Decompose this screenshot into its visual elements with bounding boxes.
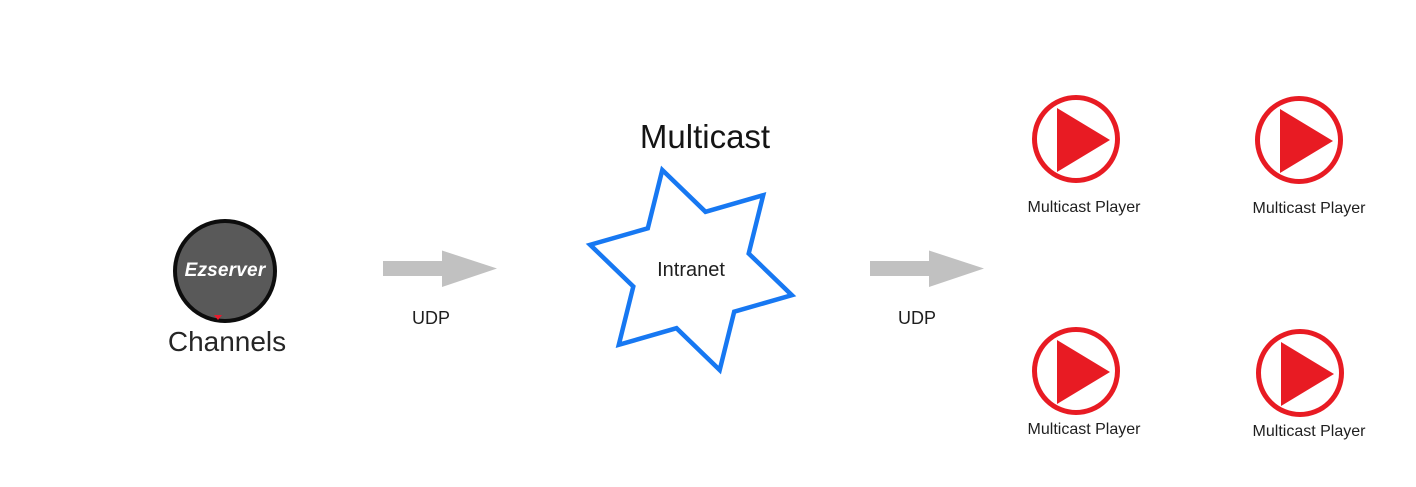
multicast-player-label: Multicast Player bbox=[1027, 421, 1141, 438]
red-artifact-mark bbox=[214, 315, 222, 320]
multicast-player-label: Multicast Player bbox=[1027, 199, 1141, 216]
intranet-node-label: Intranet bbox=[657, 259, 725, 281]
arrow-right-icon bbox=[383, 250, 497, 287]
six-point-star-icon bbox=[585, 165, 797, 375]
multicast-player-label: Multicast Player bbox=[1252, 423, 1366, 440]
multicast-title: Multicast bbox=[639, 118, 771, 155]
arrow-right-icon bbox=[870, 250, 984, 287]
play-icon bbox=[1032, 95, 1120, 183]
play-icon bbox=[1256, 329, 1344, 417]
udp-label-right: UDP bbox=[897, 308, 936, 328]
multicast-player-label: Multicast Player bbox=[1252, 200, 1366, 217]
udp-label-left: UDP bbox=[411, 308, 450, 328]
ezserver-node-label: Ezserver bbox=[184, 260, 266, 281]
channels-caption: Channels bbox=[167, 326, 287, 357]
play-icon bbox=[1032, 327, 1120, 415]
play-icon bbox=[1255, 96, 1343, 184]
ezserver-node: Ezserver bbox=[173, 219, 277, 323]
